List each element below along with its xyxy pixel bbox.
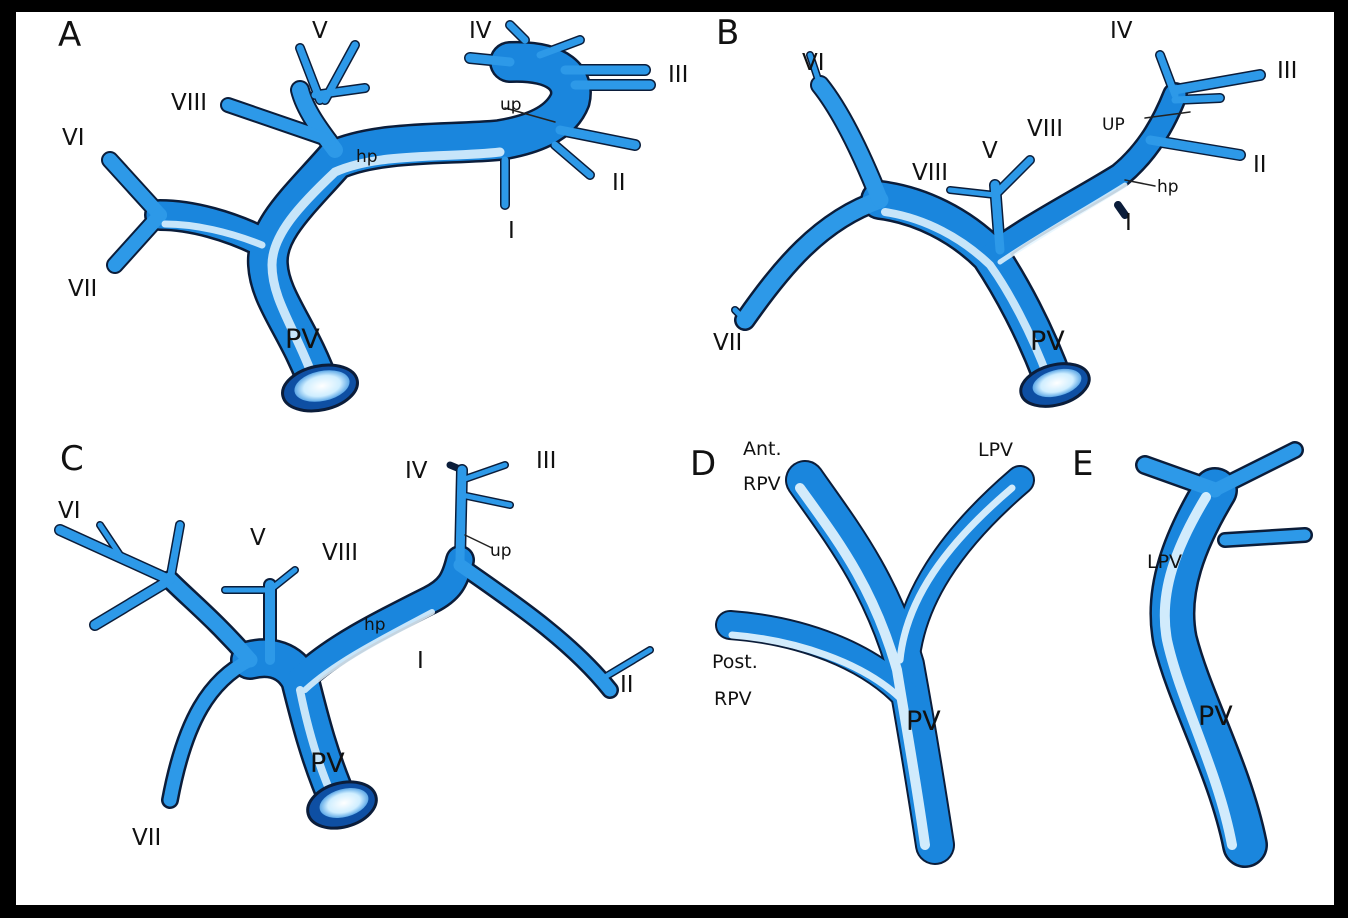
panel-c-label-up: up xyxy=(490,541,512,561)
panel-a-label-i: I xyxy=(508,218,515,244)
panel-c-label-v: V xyxy=(250,525,266,551)
panel-a-label-vi: VI xyxy=(62,125,85,151)
panel-b-label-v: V xyxy=(982,138,998,164)
panel-d-label-ant: Ant. xyxy=(743,438,782,460)
panel-b-label-ii: II xyxy=(1253,152,1267,178)
panel-c-label-ii: II xyxy=(620,672,634,698)
panel-e-label-pv: PV xyxy=(1198,701,1233,732)
panel-b-label-pv: PV xyxy=(1030,326,1065,357)
panel-c-label-i: I xyxy=(417,648,424,674)
panel-c-label-pv: PV xyxy=(310,748,345,779)
panel-a-letter: A xyxy=(58,15,81,55)
panel-c-label-iii: III xyxy=(536,448,556,474)
panel-b-letter: B xyxy=(716,13,739,53)
panel-e-label-lpv: LPV xyxy=(1147,551,1182,573)
panel-d-label-post-rpv: RPV xyxy=(714,688,752,710)
panel-a-label-v: V xyxy=(312,18,328,44)
panel-a-label-viii: VIII xyxy=(171,90,207,116)
panel-d-letter: D xyxy=(690,444,716,484)
panel-c-label-iv: IV xyxy=(405,458,428,484)
panel-a-label-iv: IV xyxy=(469,18,492,44)
panel-a-label-up: up xyxy=(500,95,522,115)
panel-c-label-vi: VI xyxy=(58,498,81,524)
panel-a-label-iii: III xyxy=(668,62,688,88)
panel-d-label-post: Post. xyxy=(712,651,758,673)
panel-b-label-iii: III xyxy=(1277,58,1297,84)
panel-c-letter: C xyxy=(60,439,84,479)
panel-b-label-i: I xyxy=(1125,210,1132,236)
panel-b-label-vii: VII xyxy=(713,330,742,356)
panel-b-label-viii-top: VIII xyxy=(1027,116,1063,142)
panel-c-label-viii: VIII xyxy=(322,540,358,566)
panel-b-label-viii: VIII xyxy=(912,160,948,186)
panel-a-label-hp: hp xyxy=(356,147,378,167)
panel-d-label-ant-rpv: RPV xyxy=(743,473,781,495)
panel-e-letter: E xyxy=(1072,444,1093,484)
panel-a-label-pv: PV xyxy=(285,324,320,355)
panel-d-label-pv: PV xyxy=(906,706,941,737)
panel-b-label-vi: VI xyxy=(802,50,825,76)
panel-a-label-vii: VII xyxy=(68,276,97,302)
panel-c-label-vii: VII xyxy=(132,825,161,851)
panel-c-label-hp: hp xyxy=(364,615,386,635)
panel-d-label-lpv: LPV xyxy=(978,439,1013,461)
panel-a-label-ii: II xyxy=(612,170,626,196)
panel-b-label-hp: hp xyxy=(1157,177,1179,197)
panel-b-label-up: UP xyxy=(1102,115,1125,135)
panel-b-label-iv: IV xyxy=(1110,18,1133,44)
